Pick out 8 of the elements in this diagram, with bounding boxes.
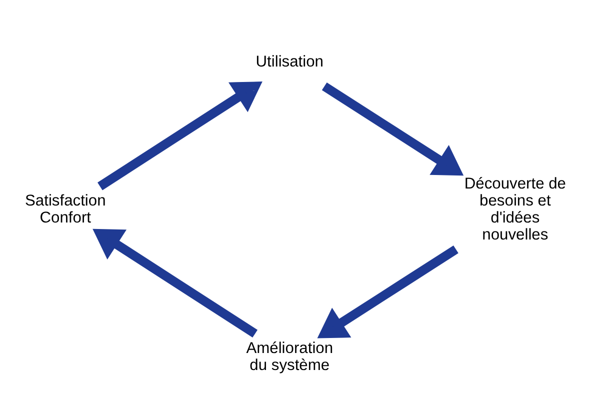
arrow <box>98 81 262 190</box>
arrow <box>317 244 458 338</box>
node-text: Utilisation <box>256 53 324 70</box>
arrow <box>92 228 258 338</box>
node-text: Amélioration du système <box>246 339 334 374</box>
node-text: Découverte de besoins et d'idées nouvelles <box>464 175 566 243</box>
node-text: Satisfaction Confort <box>25 192 106 226</box>
arrow <box>322 82 464 176</box>
